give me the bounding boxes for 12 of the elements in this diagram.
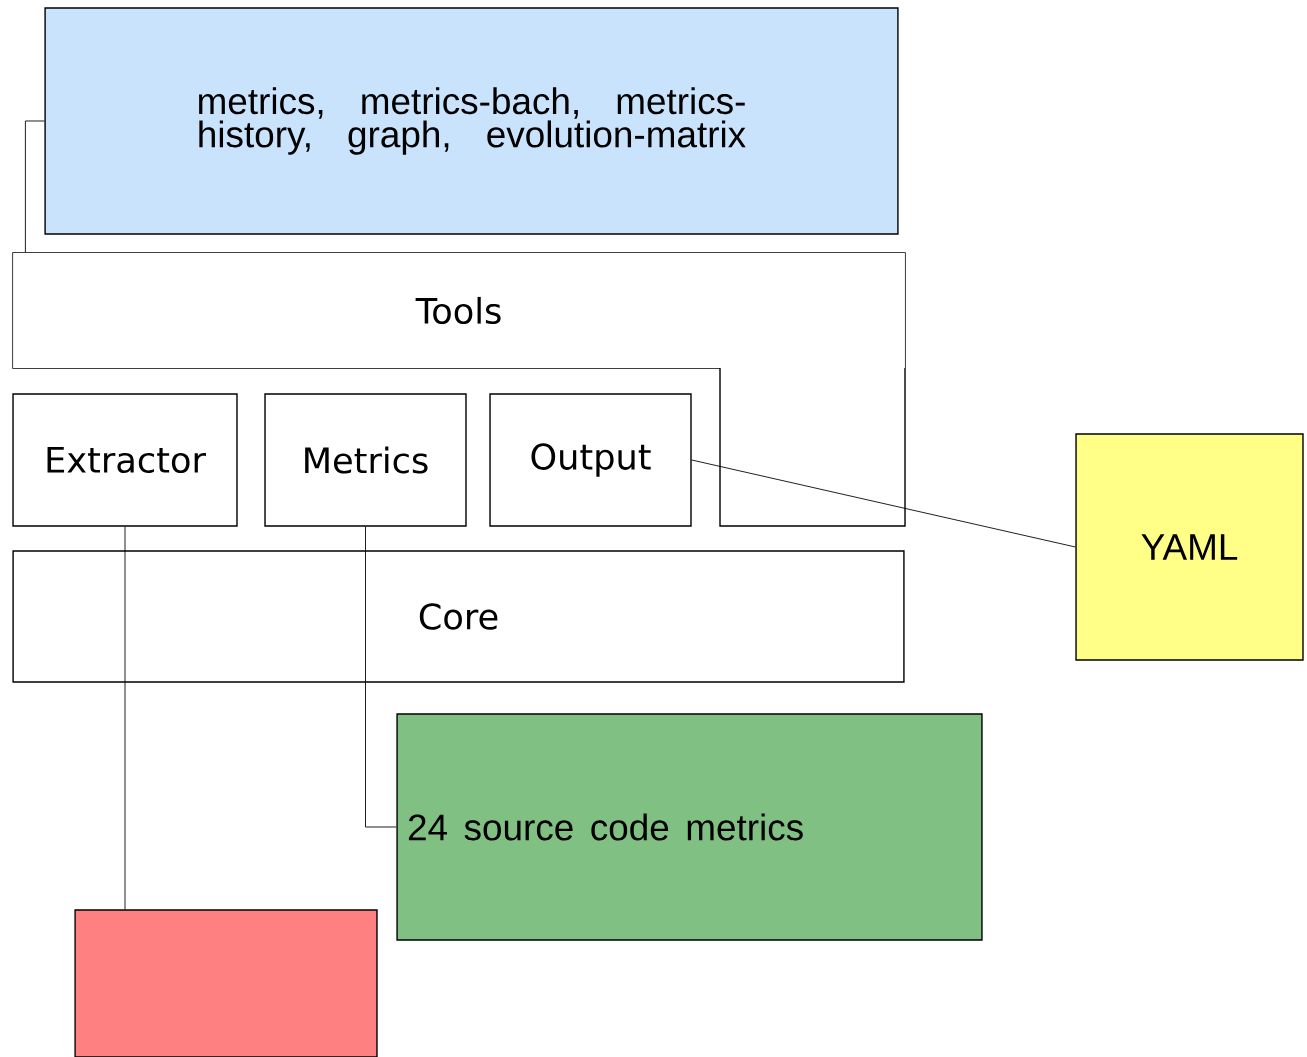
layer-box: Core	[12, 550, 905, 683]
leader-line	[691, 459, 1076, 548]
leader-line	[365, 526, 397, 828]
metrics-box: 24 source code metrics	[396, 713, 983, 941]
leader-line	[124, 526, 126, 910]
format-box: YAML	[1075, 433, 1304, 661]
tool-list-box: metrics, metrics-bach, metrics-history, graph, evolution-matrix	[44, 7, 899, 235]
leader-line	[24, 120, 45, 253]
module-box: Metrics	[264, 393, 467, 527]
tool-box	[74, 909, 378, 1057]
module-box: Output	[489, 393, 692, 527]
module-box: Extractor	[12, 393, 238, 527]
